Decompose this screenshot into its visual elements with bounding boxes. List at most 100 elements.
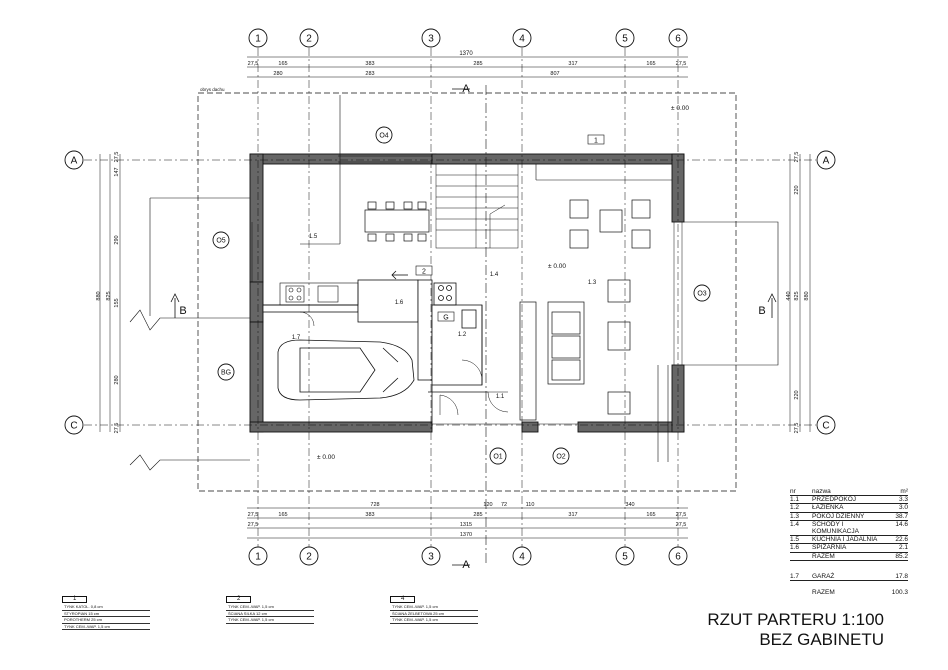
wall-tag-box (437, 311, 455, 322)
dimension-lines (99, 56, 811, 539)
wall-tag: 1 (594, 138, 598, 145)
grid-column-label-bottom: 6 (675, 552, 681, 563)
dim-top-row1: 285 (473, 61, 482, 67)
drawing-title: RZUT PARTERU 1:100 (707, 610, 884, 629)
legend-row: TYNK CEM.-WAP. 1,5 cm (390, 617, 478, 624)
wall-tag: G (443, 315, 448, 322)
doors (299, 311, 509, 416)
grid-column-label-bottom: 2 (306, 552, 312, 563)
dim-bottom-row1: 340 (625, 502, 634, 508)
legend-row: TYNK CEM.-WAP. 1,5 cm (226, 617, 314, 624)
legend-number: 2 (226, 596, 252, 604)
grid-column-label-top-circle (668, 28, 688, 48)
drawing-subtitle: BEZ GABINETU (759, 630, 884, 649)
exterior-walls (249, 153, 685, 433)
dim-bottom-row1: 110 (526, 502, 535, 508)
legend-number: 4 (390, 596, 416, 604)
grid-column-label-bottom: 4 (519, 552, 525, 563)
section-label-a-top: A (462, 83, 470, 95)
room-code: 1.5 (309, 234, 318, 240)
dim-right: 220 (794, 390, 800, 399)
dim-top-row2: 283 (365, 71, 374, 77)
grid-column-label-bottom: 5 (622, 552, 628, 563)
grid-row-label-left-circle (64, 150, 84, 170)
level-mark: ± 0.00 (548, 263, 566, 270)
legend-number: 1 (62, 596, 88, 604)
dim-right: 27,5 (794, 423, 800, 434)
wall-tag-box (415, 265, 433, 276)
dim-bottom-row3: 1315 (460, 522, 472, 528)
grid-column-label-top: 3 (428, 34, 434, 45)
grid-column-label-top: 1 (255, 34, 261, 45)
living-furniture (519, 199, 651, 421)
section-label-b-right: B (758, 305, 765, 317)
dim-right: 440 (786, 291, 792, 300)
stairs (435, 163, 519, 249)
dim-bottom-row2: 165 (646, 512, 655, 518)
grid-column-label-top-circle (421, 28, 441, 48)
grid-row-label-left: A (71, 156, 78, 167)
break-lines (129, 309, 250, 471)
dim-right: 27,5 (794, 152, 800, 163)
garage-gate-tag: BG (221, 370, 231, 377)
dim-bottom-total: 1370 (460, 532, 472, 538)
dim-bottom-row1: 120 (483, 502, 492, 508)
legend-row: STYROPIAN 15 cm (62, 611, 150, 618)
grid-column-label-top-circle (248, 28, 268, 48)
dim-left: 147 (114, 167, 120, 176)
window-tag-o3: O3 (697, 291, 706, 298)
dim-bottom-row2: 27,5 (676, 512, 687, 518)
window-tag-o3-circle (693, 284, 711, 302)
window-tag-o1: O1 (493, 454, 502, 461)
room-table-garage-row: 1.7 GARAŻ 17.8 (790, 572, 908, 582)
room-code: 1.3 (588, 280, 597, 286)
grid-column-label-bottom-circle (668, 546, 688, 566)
window-tag-o4-circle (375, 126, 393, 144)
garage-gate-tag-circle (217, 363, 235, 381)
dim-left: 27,5 (114, 152, 120, 163)
level-mark: ± 0.00 (317, 454, 335, 461)
section-label-b-left: B (179, 305, 186, 317)
dim-top-row1: 317 (568, 61, 577, 67)
terraces (149, 95, 779, 462)
grid-column-label-bottom-circle (421, 546, 441, 566)
grid-row-label-right-circle (816, 150, 836, 170)
dim-top-row2: 807 (550, 71, 559, 77)
grid-column-label-top-circle (615, 28, 635, 48)
grid-column-label-top-circle (299, 28, 319, 48)
grid-column-label-bottom: 1 (255, 552, 261, 563)
dim-top-row1: 165 (646, 61, 655, 67)
legend-row: TYNK CEM.-WAP. 1,5 cm (62, 624, 150, 631)
dim-top-row1: 27,5 (676, 61, 687, 67)
window-tag-o5-circle (212, 231, 230, 249)
dim-bottom-row3: 27,5 (248, 522, 259, 528)
openings (251, 155, 683, 425)
grid-column-label-bottom-circle (248, 546, 268, 566)
grid-row-label-right: A (823, 156, 830, 167)
room-code: 1.7 (292, 335, 301, 341)
grid-row-label-right-circle (816, 415, 836, 435)
room-table-total-row: RAZEM 100.3 (812, 589, 908, 597)
window-tag-o2-circle (552, 447, 570, 465)
grid-row-label-right: C (822, 421, 829, 432)
dining-table (364, 201, 430, 242)
room-code: 1.6 (395, 300, 404, 306)
legend-row: TYNK KATOL. 0,8 cm (62, 604, 150, 611)
window-tag-o5: O5 (216, 238, 225, 245)
dim-left: 155 (114, 298, 120, 307)
dim-bottom-row2: 165 (278, 512, 287, 518)
room-table-header: nr nazwa m² (790, 488, 908, 497)
legend-row: POROTHERM 25 cm (62, 617, 150, 624)
dim-bottom-row2: 317 (568, 512, 577, 518)
legend-row: ŚCIANA SILKA 12 cm (226, 611, 314, 618)
dim-bottom-row2: 383 (365, 512, 374, 518)
grid-column-label-bottom-circle (299, 546, 319, 566)
